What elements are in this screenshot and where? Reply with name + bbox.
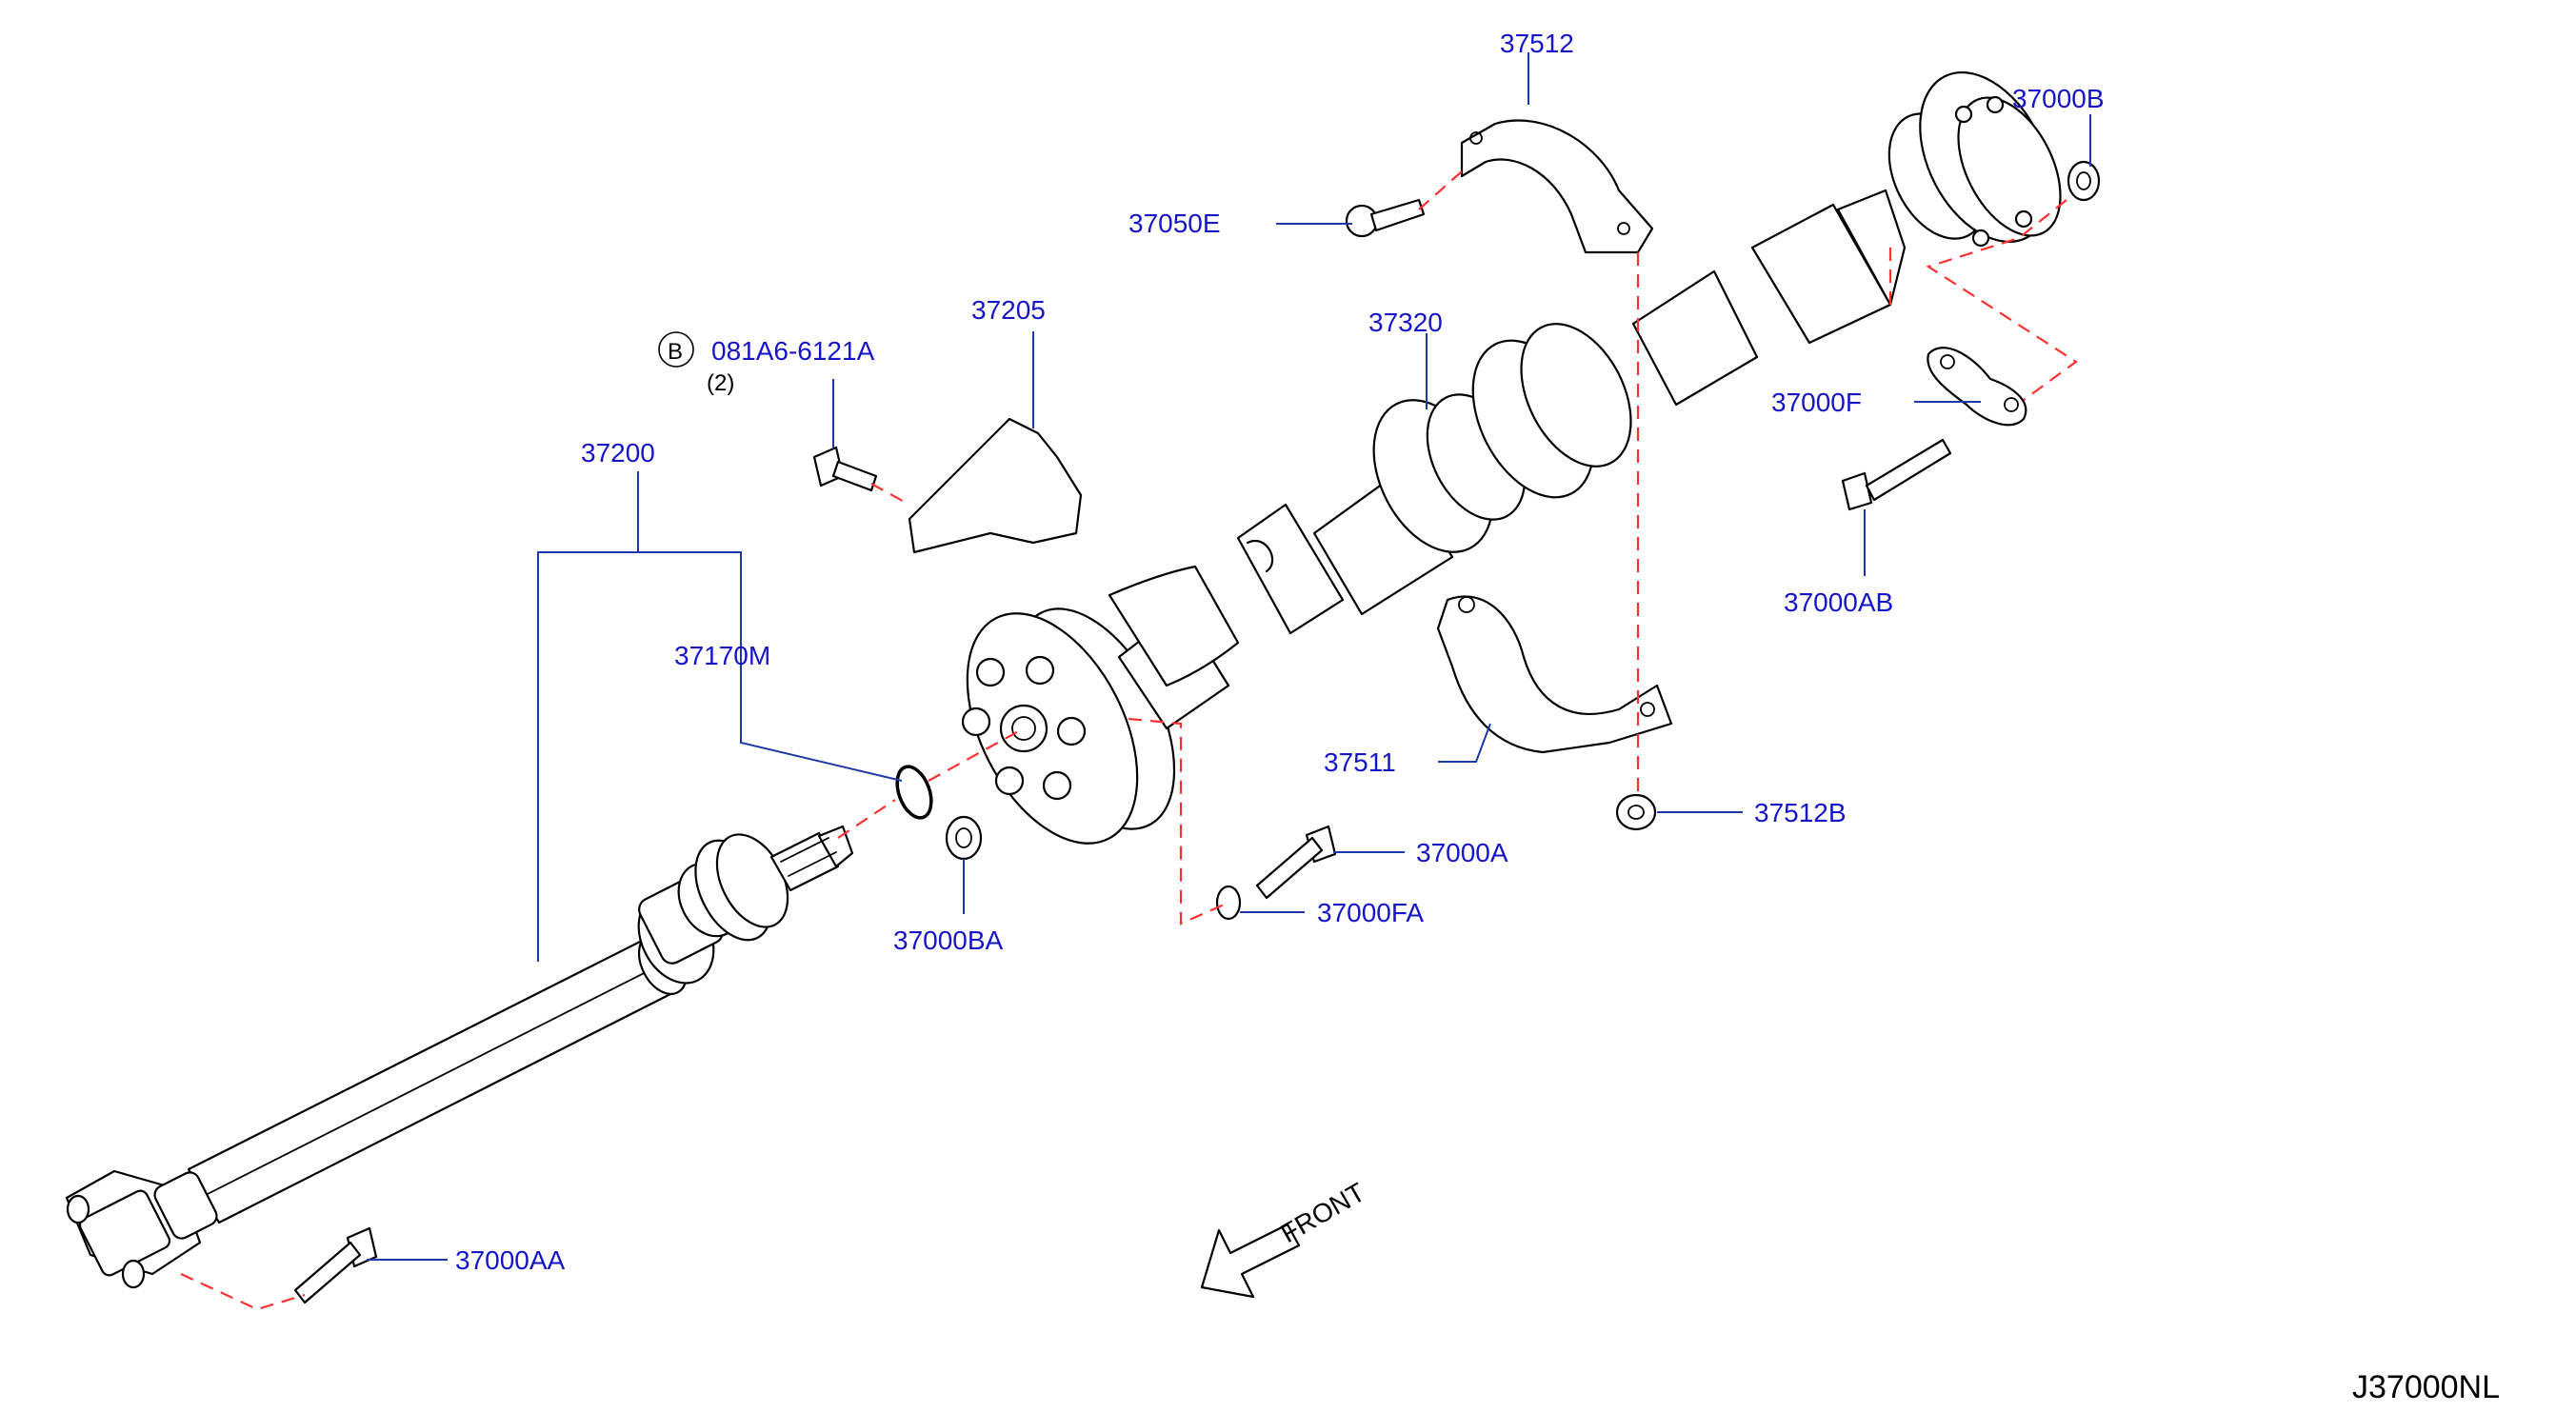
label-37512: 37512	[1500, 29, 1574, 58]
bolt-081a6	[812, 446, 878, 492]
label-37000aa: 37000AA	[455, 1245, 566, 1275]
front-shaft-tube	[187, 932, 689, 1224]
bolt-37000ab	[1841, 438, 1952, 511]
alignment-dashed-lines	[180, 170, 2078, 1311]
bolt-37000aa	[293, 1226, 378, 1304]
center-bearing-bracket-lower	[1436, 595, 1673, 754]
heat-insulator-37205	[908, 417, 1083, 554]
rear-end-flange	[65, 1169, 218, 1289]
label-37000b: 37000B	[2012, 84, 2105, 113]
nut-37000b	[2067, 160, 2101, 202]
nut-37000ba	[945, 815, 983, 861]
label-37000a: 37000A	[1416, 838, 1508, 867]
washer-37000fa	[1215, 885, 1242, 921]
bolt-ref-circle	[658, 331, 694, 368]
front-arrow-icon	[1200, 1223, 1301, 1299]
label-37000ba: 37000BA	[893, 925, 1004, 955]
rear-universal-joint	[1887, 70, 2062, 248]
center-bearing-bracket-upper	[1460, 119, 1654, 254]
washer-37000f	[1927, 347, 2027, 427]
label-081a6-6121a: 081A6-6121A	[711, 336, 875, 366]
label-081a6-qty: (2)	[707, 370, 734, 396]
label-37170m: 37170M	[674, 641, 770, 670]
bolt-ref-circle-letter: B	[668, 339, 683, 365]
part-labels: 37512 37000B 37050E 37205 37320 B 081A6-…	[455, 29, 2105, 1275]
front-universal-joint	[637, 833, 789, 985]
label-37000f: 37000F	[1771, 388, 1862, 417]
label-37000fa: 37000FA	[1317, 898, 1424, 927]
label-37511: 37511	[1324, 747, 1396, 777]
bolt-37050e	[1345, 198, 1426, 238]
leader-lines	[367, 52, 2091, 1261]
label-37320: 37320	[1368, 308, 1443, 337]
label-37512b: 37512B	[1754, 798, 1847, 827]
bolt-37000a	[1255, 825, 1337, 900]
nut-37512b	[1615, 793, 1657, 831]
front-spline-stub	[769, 825, 854, 892]
diagram-code: J37000NL	[2352, 1369, 2500, 1405]
flexible-coupling	[961, 607, 1176, 845]
label-37205: 37205	[971, 295, 1046, 325]
label-37050e: 37050E	[1128, 209, 1221, 238]
label-37000ab: 37000AB	[1784, 587, 1893, 617]
front-label: FRONT	[1276, 1177, 1370, 1248]
o-ring-37170m	[895, 765, 933, 820]
mid-shaft-tube	[1108, 189, 1907, 730]
label-37200: 37200	[581, 438, 655, 468]
